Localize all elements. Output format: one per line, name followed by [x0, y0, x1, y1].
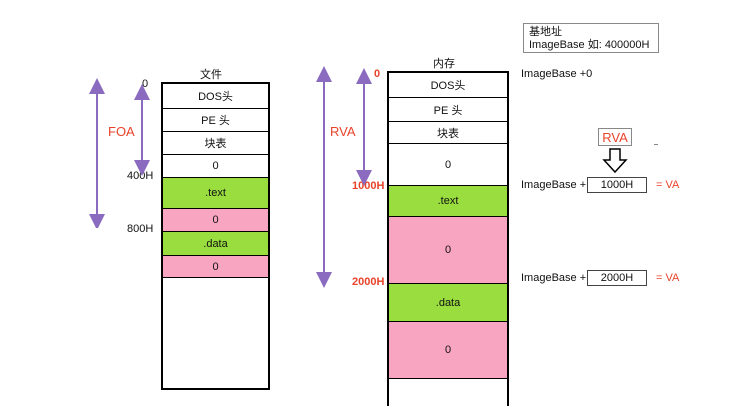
- foa-label: FOA: [108, 124, 135, 139]
- file-pe-header: PE 头: [163, 108, 268, 131]
- imagebase-row1-prefix: ImageBase +: [521, 179, 587, 191]
- file-title: 文件: [200, 69, 222, 81]
- memory-padding-2: 0: [389, 216, 507, 283]
- memory-dos-header: DOS头: [389, 73, 507, 97]
- file-section-table: 块表: [163, 131, 268, 154]
- down-arrow-icon: [602, 148, 628, 174]
- memory-title: 内存: [433, 58, 455, 70]
- file-text-section: .text: [163, 177, 268, 208]
- memory-column: DOS头 PE 头 块表 0 .text 0 .data 0: [387, 71, 509, 408]
- va-row2: = VA: [656, 272, 680, 284]
- rva-label: RVA: [330, 124, 356, 139]
- memory-empty: [389, 378, 507, 408]
- rva-small-dash: [654, 144, 658, 145]
- file-empty: [163, 277, 268, 388]
- file-offset-800h: 800H: [127, 223, 154, 235]
- base-address-title: 基地址: [529, 26, 562, 38]
- file-data-section: .data: [163, 231, 268, 255]
- memory-text-section: .text: [389, 185, 507, 216]
- imagebase-row2-prefix: ImageBase +: [521, 272, 587, 284]
- memory-offset-0: 0: [374, 68, 381, 80]
- file-dos-header: DOS头: [163, 84, 268, 108]
- memory-padding-3: 0: [389, 321, 507, 378]
- memory-pe-header: PE 头: [389, 97, 507, 121]
- foa-arrows: [89, 78, 150, 228]
- offset-1000h-box: 1000H: [587, 177, 647, 193]
- imagebase-plus-0: ImageBase +0: [521, 68, 593, 80]
- offset-2000h-box: 2000H: [587, 270, 647, 286]
- memory-section-table: 块表: [389, 121, 507, 143]
- base-address-box: 基地址 ImageBase 如: 400000H: [523, 23, 659, 53]
- file-column: DOS头 PE 头 块表 0 .text 0 .data 0: [161, 82, 270, 390]
- memory-padding-1: 0: [389, 143, 507, 185]
- file-padding-3: 0: [163, 255, 268, 277]
- file-padding-1: 0: [163, 154, 268, 177]
- memory-data-section: .data: [389, 283, 507, 321]
- base-address-example: ImageBase 如: 400000H: [529, 39, 650, 51]
- file-padding-2: 0: [163, 208, 268, 231]
- memory-offset-2000h: 2000H: [352, 276, 385, 288]
- va-row1: = VA: [656, 179, 680, 191]
- rva-arrows: [316, 66, 372, 288]
- rva-box: RVA: [598, 128, 632, 146]
